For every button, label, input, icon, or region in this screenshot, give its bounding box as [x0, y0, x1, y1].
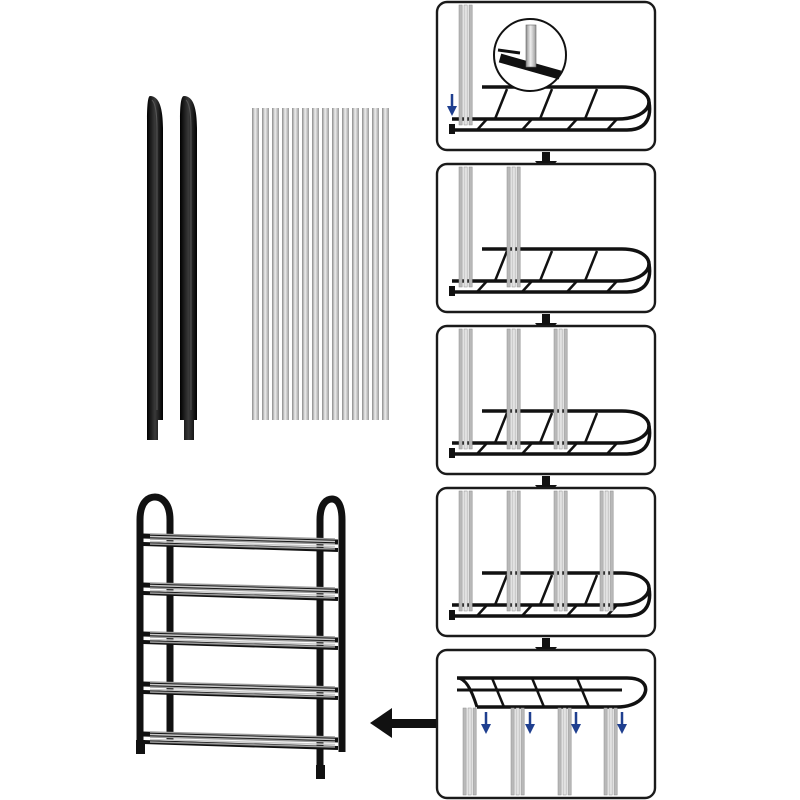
rod	[362, 108, 369, 420]
rod	[252, 108, 259, 420]
rod	[511, 166, 516, 288]
arrow-to-result	[370, 708, 438, 738]
rod	[463, 490, 468, 612]
rack-tier	[142, 631, 339, 650]
rod	[352, 108, 359, 420]
rod	[472, 707, 477, 796]
rod	[458, 166, 463, 288]
rack-tier	[142, 533, 339, 552]
rod	[463, 4, 468, 126]
step-panel-4	[435, 486, 657, 638]
rod	[510, 707, 515, 796]
rod	[515, 707, 520, 796]
step-panel-5	[435, 648, 657, 800]
rack-left-frame	[136, 493, 174, 752]
rod	[292, 108, 299, 420]
rod	[516, 490, 521, 612]
rack-right-frame	[316, 495, 346, 775]
step-panel-2	[435, 162, 657, 314]
rod	[372, 108, 379, 420]
step-panel-1	[435, 0, 657, 152]
rod	[458, 490, 463, 612]
rod	[567, 707, 572, 796]
rod	[312, 108, 319, 420]
rod	[262, 108, 269, 420]
side-frames	[147, 96, 197, 440]
rack-tier	[142, 582, 339, 601]
rod	[332, 108, 339, 420]
rod	[516, 166, 521, 288]
rod	[282, 108, 289, 420]
rack-tier	[142, 681, 339, 700]
rod	[604, 490, 609, 612]
rod	[506, 328, 511, 450]
rod	[468, 166, 473, 288]
rod	[506, 490, 511, 612]
rod	[599, 490, 604, 612]
rack-tiers	[142, 533, 339, 750]
assembly-steps	[435, 0, 657, 800]
rod	[322, 108, 329, 420]
rod	[613, 707, 618, 796]
rod	[468, 328, 473, 450]
rod	[563, 328, 568, 450]
side-frame-left	[147, 96, 163, 440]
rod	[562, 707, 567, 796]
rod	[302, 108, 309, 420]
detail-inset	[493, 18, 567, 92]
rod	[558, 490, 563, 612]
rod	[467, 707, 472, 796]
rod	[272, 108, 279, 420]
rod	[511, 490, 516, 612]
rod	[462, 707, 467, 796]
side-frame-right	[180, 96, 197, 440]
rod	[520, 707, 525, 796]
rod	[468, 490, 473, 612]
rod	[609, 490, 614, 612]
rod	[463, 166, 468, 288]
rod	[468, 4, 473, 126]
rod	[458, 328, 463, 450]
rod	[557, 707, 562, 796]
rod	[463, 328, 468, 450]
assembled-shoe-rack	[136, 493, 346, 779]
rod	[382, 108, 389, 420]
rod	[511, 328, 516, 450]
step-panel-3	[435, 324, 657, 476]
rack-tier	[142, 731, 339, 750]
rod	[506, 166, 511, 288]
rod	[458, 4, 463, 126]
rod	[603, 707, 608, 796]
rod	[558, 328, 563, 450]
rod	[553, 490, 558, 612]
rod	[563, 490, 568, 612]
rod	[342, 108, 349, 420]
rods-bundle	[252, 108, 389, 420]
rod	[553, 328, 558, 450]
rod	[516, 328, 521, 450]
rod	[608, 707, 613, 796]
